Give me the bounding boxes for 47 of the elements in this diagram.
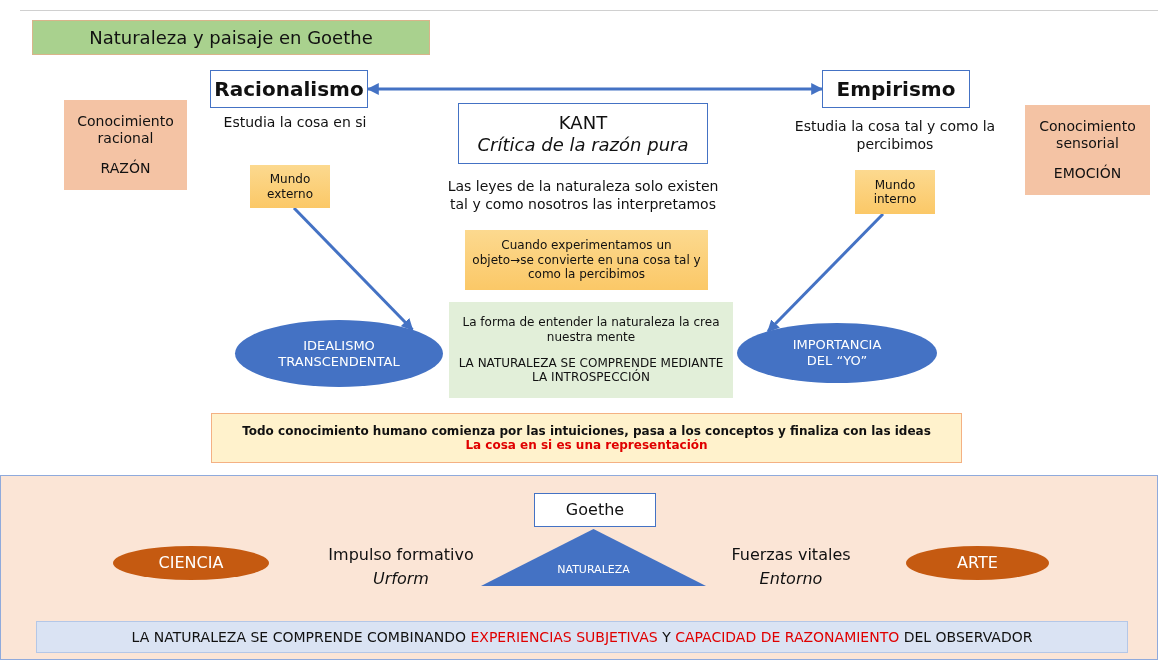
node-subtext: RAZÓN [99,160,152,178]
node-text: IMPORTANCIA DEL “YO” [791,337,883,369]
note-box [855,170,935,214]
node-text: ARTE [956,553,999,573]
node-text: Empirismo [835,77,957,101]
node-text: CIENCIA [157,553,225,573]
node-text: NATURALEZA [556,562,631,576]
node-subtext: LA NATURALEZA SE COMPRENDE MEDIANTE LA INTROSPECCIÓN [457,356,725,385]
concept-box [822,70,970,108]
nature-triangle [481,529,706,586]
arrow [292,206,414,331]
statement-box [211,413,962,463]
arrow [366,83,824,95]
knowledge-box [1025,105,1150,195]
knowledge-box [64,100,187,190]
heading-box [534,493,656,527]
annotation-text: Entorno [758,569,824,589]
node-text: IDEALISMO TRANSCENDENTAL [277,337,401,370]
author-box [458,103,708,164]
node-text: Mundo interno [872,177,918,207]
conclusion-text: LA NATURALEZA SE COMPRENDE COMBINANDO EXPERIENCIAS SUBJETIVAS Y CAPACIDAD DE RAZONAMIENTO DEL OBSERVADOR [131,628,1033,646]
note-box [465,230,708,290]
node-text: Racionalismo [213,77,365,101]
annotation-text: Urform [372,569,430,589]
node-text: La forma de entender la naturaleza la crea nuestra mente [461,315,721,344]
concept-box [210,70,368,108]
node-text: Goethe [564,500,626,520]
node-subtext: Crítica de la razón pura [476,133,690,156]
section-panel [0,475,1158,660]
node-text: Conocimiento racional [76,112,175,147]
arrow [766,212,885,333]
title-banner: Naturaleza y paisaje en Goethe [32,20,430,55]
node-text: Todo conocimiento humano comienza por las intuiciones, pasa a los conceptos y finaliza con las ideas [241,423,932,438]
node-subtext: La cosa en si es una representación [464,438,709,453]
explanation-box [449,302,733,398]
node-text: KANT [557,111,609,134]
node-text: Conocimiento sensorial [1038,117,1137,152]
node-subtext: EMOCIÓN [1052,165,1123,183]
annotation-text: Fuerzas vitales [730,545,852,565]
description-text: Estudia la cosa tal y como la percibimos [793,118,997,153]
conclusion-bar [36,621,1128,653]
description-text: Estudia la cosa en si [222,114,368,132]
node-text: Mundo externo [266,172,314,201]
annotation-text: Impulso formativo [327,545,475,565]
note-box [250,165,330,208]
description-text: Las leyes de la naturaleza solo existen tal y como nosotros las interpretamos [446,178,720,213]
node-text: Cuando experimentamos un objeto→se convierte en una cosa tal y como la percibimos [471,238,702,282]
